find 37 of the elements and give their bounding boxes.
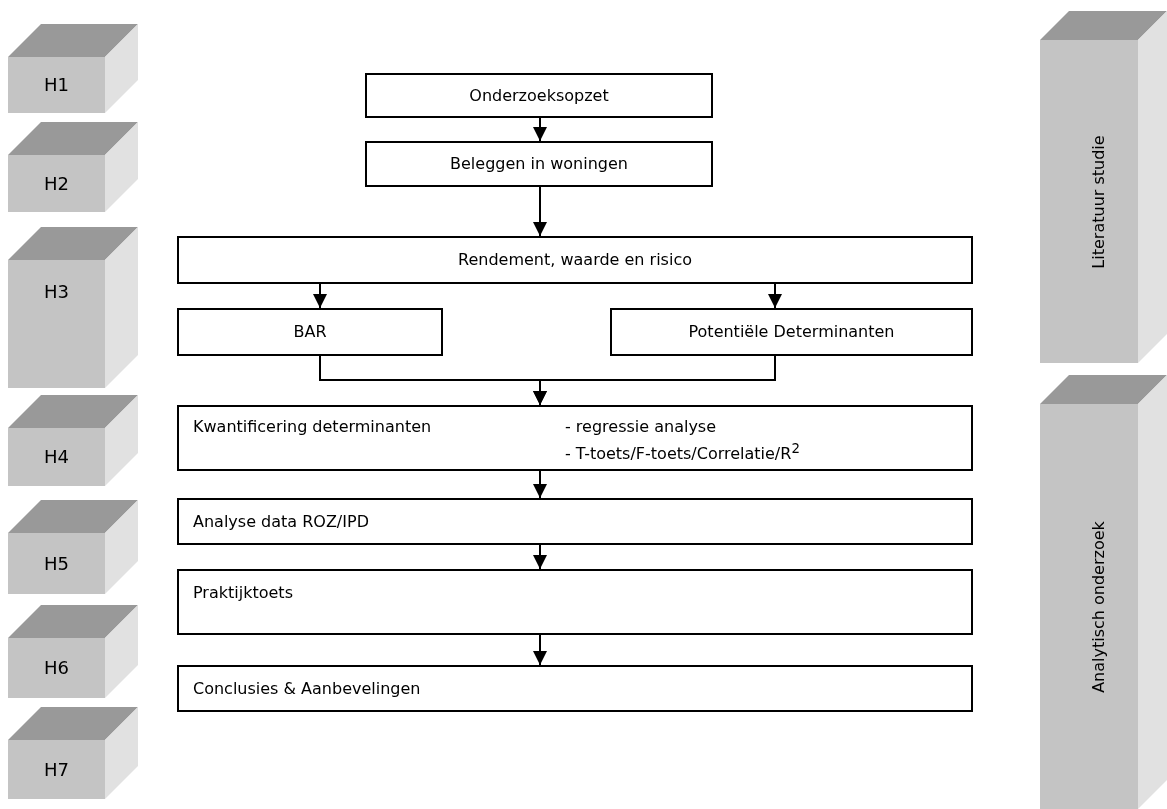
process-box <box>177 569 973 635</box>
section-label: Analytisch onderzoek <box>1089 520 1109 693</box>
box-text: - T-toets/F-toets/Correlatie/R$^{2}$ <box>565 440 800 465</box>
process-box <box>177 308 443 356</box>
section-label: Literatuur studie <box>1089 134 1109 269</box>
box-text: - regressie analyse <box>565 417 717 437</box>
box-text: Praktijktoets <box>193 583 293 603</box>
chapter-label: H2 <box>43 173 70 194</box>
box-text: Analyse data ROZ/IPD <box>193 512 369 532</box>
box-text: Onderzoeksopzet <box>468 85 610 106</box>
process-box <box>610 308 973 356</box>
box-text: Beleggen in woningen <box>449 154 629 174</box>
process-box <box>365 73 713 118</box>
box-text: Potentiële Determinanten <box>687 322 896 342</box>
arrow <box>533 544 547 570</box>
chapter-label: H1 <box>43 75 70 95</box>
box-text: Kwantificering determinanten <box>193 417 432 437</box>
arrow <box>533 634 547 666</box>
box-text: Conclusies & Aanbevelingen <box>193 679 421 699</box>
chapter-label: H4 <box>43 447 70 467</box>
process-box <box>177 236 973 284</box>
arrow <box>313 283 327 309</box>
process-box <box>365 141 713 187</box>
chapter-label: H6 <box>43 658 70 678</box>
process-box <box>177 665 973 712</box>
arrow <box>533 117 547 142</box>
chapter-label: H3 <box>43 282 70 302</box>
box-text: BAR <box>292 322 328 342</box>
arrow <box>768 283 782 309</box>
chapter-label: H5 <box>43 553 70 574</box>
arrow <box>533 470 547 499</box>
process-box <box>177 405 973 471</box>
box-text: Rendement, waarde en risico <box>457 250 693 270</box>
process-box <box>177 498 973 545</box>
chapter-label: H7 <box>43 759 70 780</box>
arrow <box>533 186 547 237</box>
arrow <box>533 355 776 406</box>
